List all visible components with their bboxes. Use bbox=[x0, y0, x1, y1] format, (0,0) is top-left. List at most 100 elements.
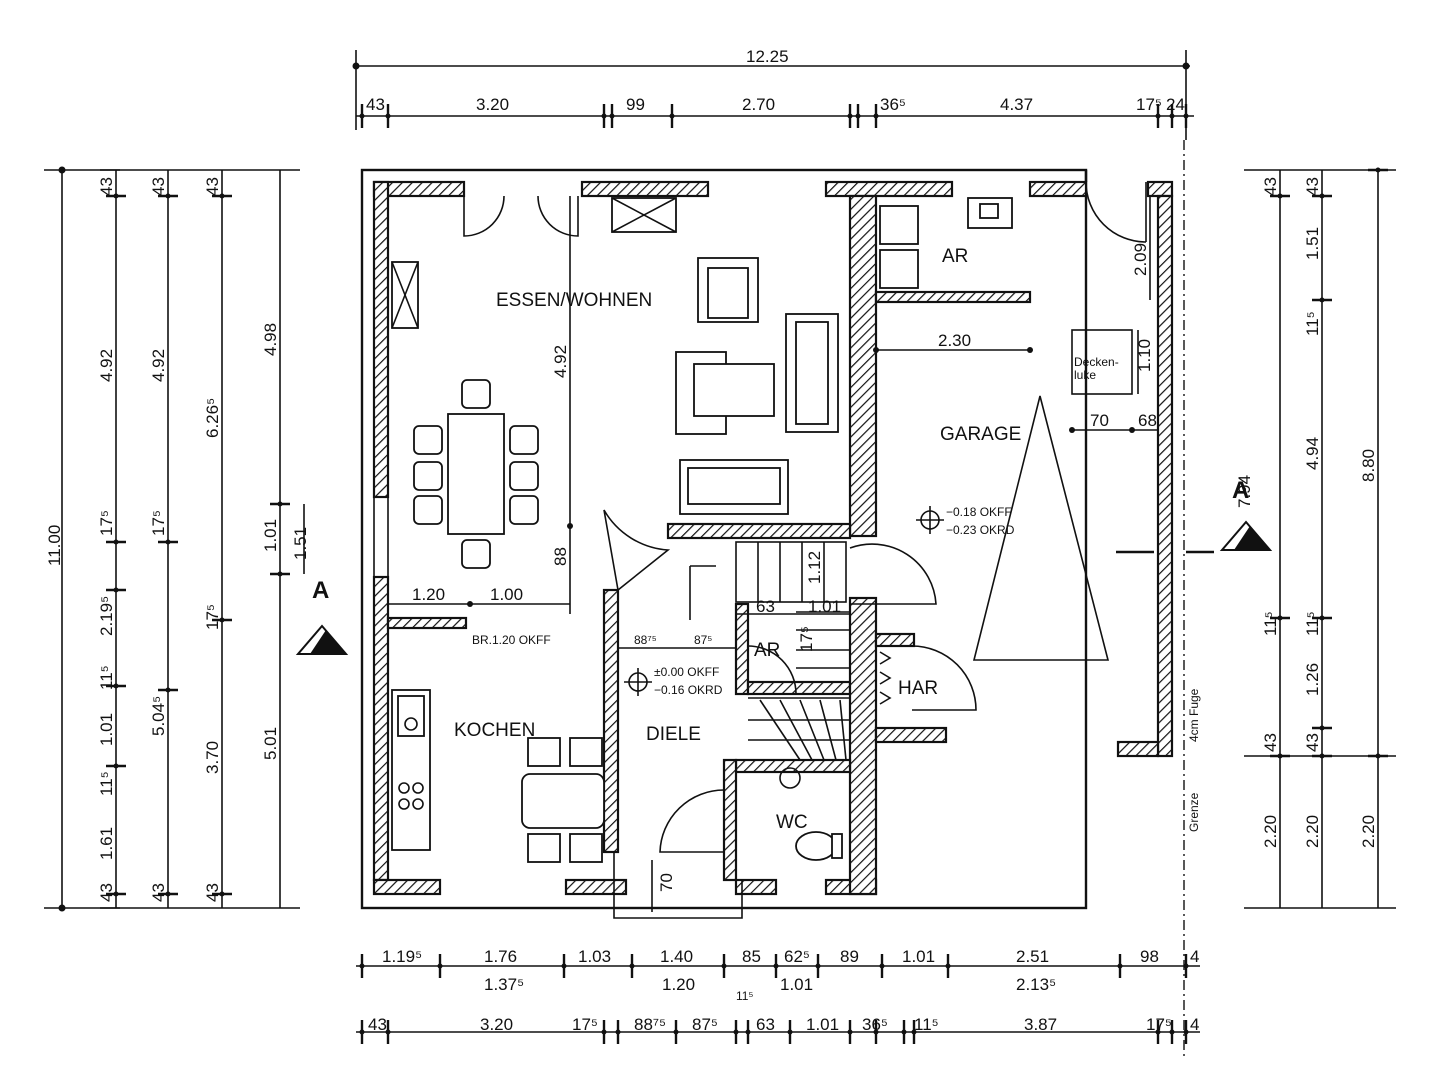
level-marker-diele bbox=[624, 668, 652, 696]
dim-right-item: 11⁵ bbox=[1303, 611, 1322, 636]
wall-segment bbox=[848, 194, 878, 538]
dim-bottom-item: 43 bbox=[368, 1015, 387, 1034]
diele-level-okff: ±0.00 OKFF bbox=[654, 665, 719, 679]
wall-segment bbox=[824, 180, 954, 198]
dim-tick-dot bbox=[745, 1029, 751, 1035]
top-dimensions: 12.25 43 3.20 99 2.70 36⁵ 4.37 17⁵ 24 bbox=[352, 47, 1194, 140]
dim-left-item: 43 bbox=[97, 883, 116, 902]
dim-bottom-item: 1.19⁵ bbox=[382, 947, 422, 966]
wall-segment bbox=[602, 588, 620, 854]
shelf bbox=[879, 249, 919, 289]
shelf bbox=[879, 205, 919, 245]
dim-tick-dot bbox=[733, 1029, 739, 1035]
dim-right-item: 43 bbox=[1303, 177, 1322, 196]
dim-diele-a: 88⁷⁵ bbox=[634, 633, 657, 647]
room-label-kochen: KOCHEN bbox=[454, 720, 535, 741]
dim-tick-dot bbox=[113, 891, 119, 897]
dim-left-item: 17⁵ bbox=[97, 510, 116, 536]
wall-segment bbox=[1146, 180, 1174, 198]
diele-level-okrd: −0.16 OKRD bbox=[654, 683, 723, 697]
dim-tick-dot bbox=[879, 963, 885, 969]
wall-segment bbox=[734, 602, 750, 696]
dim-tick-dot bbox=[1277, 753, 1283, 759]
dim-top-item: 2.70 bbox=[742, 95, 775, 114]
dim-tick-dot bbox=[1277, 615, 1283, 621]
dim-left-item: 1.61 bbox=[97, 827, 116, 860]
dim-tick-dot bbox=[1375, 753, 1381, 759]
dim-top-item: 24 bbox=[1166, 95, 1185, 114]
dim-tick-dot bbox=[113, 539, 119, 545]
dim-top-item: 4.37 bbox=[1000, 95, 1033, 114]
dim-left-item: 4.92 bbox=[149, 349, 168, 382]
wall-segment bbox=[1116, 740, 1160, 758]
dim-left-item: 43 bbox=[149, 177, 168, 196]
dim-tick-dot bbox=[873, 1029, 879, 1035]
dim-tick-dot bbox=[601, 113, 607, 119]
dim-tick-dot bbox=[787, 1029, 793, 1035]
dim-tick-dot bbox=[1169, 113, 1175, 119]
dim-tick-dot bbox=[359, 963, 365, 969]
dim-left-item: 4.98 bbox=[261, 323, 280, 356]
wall-segment bbox=[372, 575, 390, 882]
dim-tick-dot bbox=[113, 683, 119, 689]
dim-right-item: 1.26 bbox=[1303, 663, 1322, 696]
dim-luke-h: 1.10 bbox=[1135, 339, 1154, 372]
dim-tick-dot bbox=[855, 113, 861, 119]
dim-bottom-item: 1.76 bbox=[484, 947, 517, 966]
dim-tick-dot bbox=[277, 571, 283, 577]
dim-tick-dot bbox=[1375, 167, 1381, 173]
wall-segment bbox=[386, 616, 468, 630]
dim-left-item: 17⁵ bbox=[203, 604, 222, 630]
room-labels: ESSEN/WOHNEN AR GARAGE KOCHEN DIELE AR H… bbox=[454, 246, 1021, 833]
har-door-swing bbox=[849, 543, 937, 605]
dim-tick-dot bbox=[629, 963, 635, 969]
dim-right-total: 7.94 bbox=[1235, 475, 1254, 508]
dim-right-item: 43 bbox=[1261, 177, 1280, 196]
dim-bottom-item: 85 bbox=[742, 947, 761, 966]
outer-wall-line bbox=[360, 168, 1088, 910]
dim-tick-dot bbox=[1169, 1029, 1175, 1035]
dim-bottom-item: 89 bbox=[840, 947, 859, 966]
dim-garage-door: 2.09 bbox=[1131, 243, 1150, 276]
dining-table bbox=[447, 413, 505, 535]
wall-segment bbox=[874, 726, 948, 744]
left-dimensions: 11.00 43 4.92 17⁵ 2.19⁵ 11⁵ 1.01 11⁵ 1.6… bbox=[44, 166, 310, 912]
dim-bottom-item: 4 bbox=[1190, 1015, 1199, 1034]
dim-kitchen-w1: 1.20 bbox=[412, 585, 445, 604]
dim-tick-dot bbox=[673, 1029, 679, 1035]
dim-right-item: 11⁵ bbox=[1303, 311, 1322, 336]
dim-tick-dot bbox=[911, 1029, 917, 1035]
inner-dimensions: 2.30 4.92 88 1.20 1.00 2.09 1.10 70 68 6… bbox=[388, 196, 1158, 912]
dim-tick-dot bbox=[901, 1029, 907, 1035]
toilet bbox=[795, 831, 837, 861]
dim-diele-b: 87⁵ bbox=[694, 633, 712, 647]
dim-tick-dot bbox=[1155, 1029, 1161, 1035]
dim-bottom-sub: 1.20 bbox=[662, 975, 695, 994]
dim-left-item: 43 bbox=[203, 177, 222, 196]
wall-segment bbox=[666, 522, 852, 540]
wall-segment bbox=[734, 878, 778, 896]
dim-tick-dot bbox=[359, 1029, 365, 1035]
dim-bottom-item: 3.87 bbox=[1024, 1015, 1057, 1034]
dim-stair-w2: 1.01 bbox=[808, 597, 841, 616]
dim-left-item: 1.01 bbox=[261, 519, 280, 552]
kitchen-sill-label: BR.1.20 OKFF bbox=[472, 633, 551, 647]
dim-tick-dot bbox=[165, 891, 171, 897]
dim-left-item: 5.04⁵ bbox=[149, 696, 168, 736]
dim-tick-dot bbox=[1183, 113, 1189, 119]
dim-wohnen-height: 4.92 bbox=[551, 345, 570, 378]
wall-segment bbox=[1028, 180, 1088, 198]
dim-right-item: 8.80 bbox=[1359, 449, 1378, 482]
room-label-har: HAR bbox=[898, 678, 938, 699]
garage-level-okrd: −0.23 OKRD bbox=[946, 523, 1015, 537]
dim-tick-dot bbox=[359, 113, 365, 119]
door-swing bbox=[463, 195, 505, 237]
dim-tick-dot bbox=[847, 1029, 853, 1035]
car-outline bbox=[972, 395, 1110, 661]
dim-tick-dot bbox=[219, 891, 225, 897]
dim-tick-dot bbox=[1183, 963, 1189, 969]
dim-tick-dot bbox=[1277, 193, 1283, 199]
dim-bottom-item: 1.01 bbox=[806, 1015, 839, 1034]
dim-tick-dot bbox=[815, 963, 821, 969]
